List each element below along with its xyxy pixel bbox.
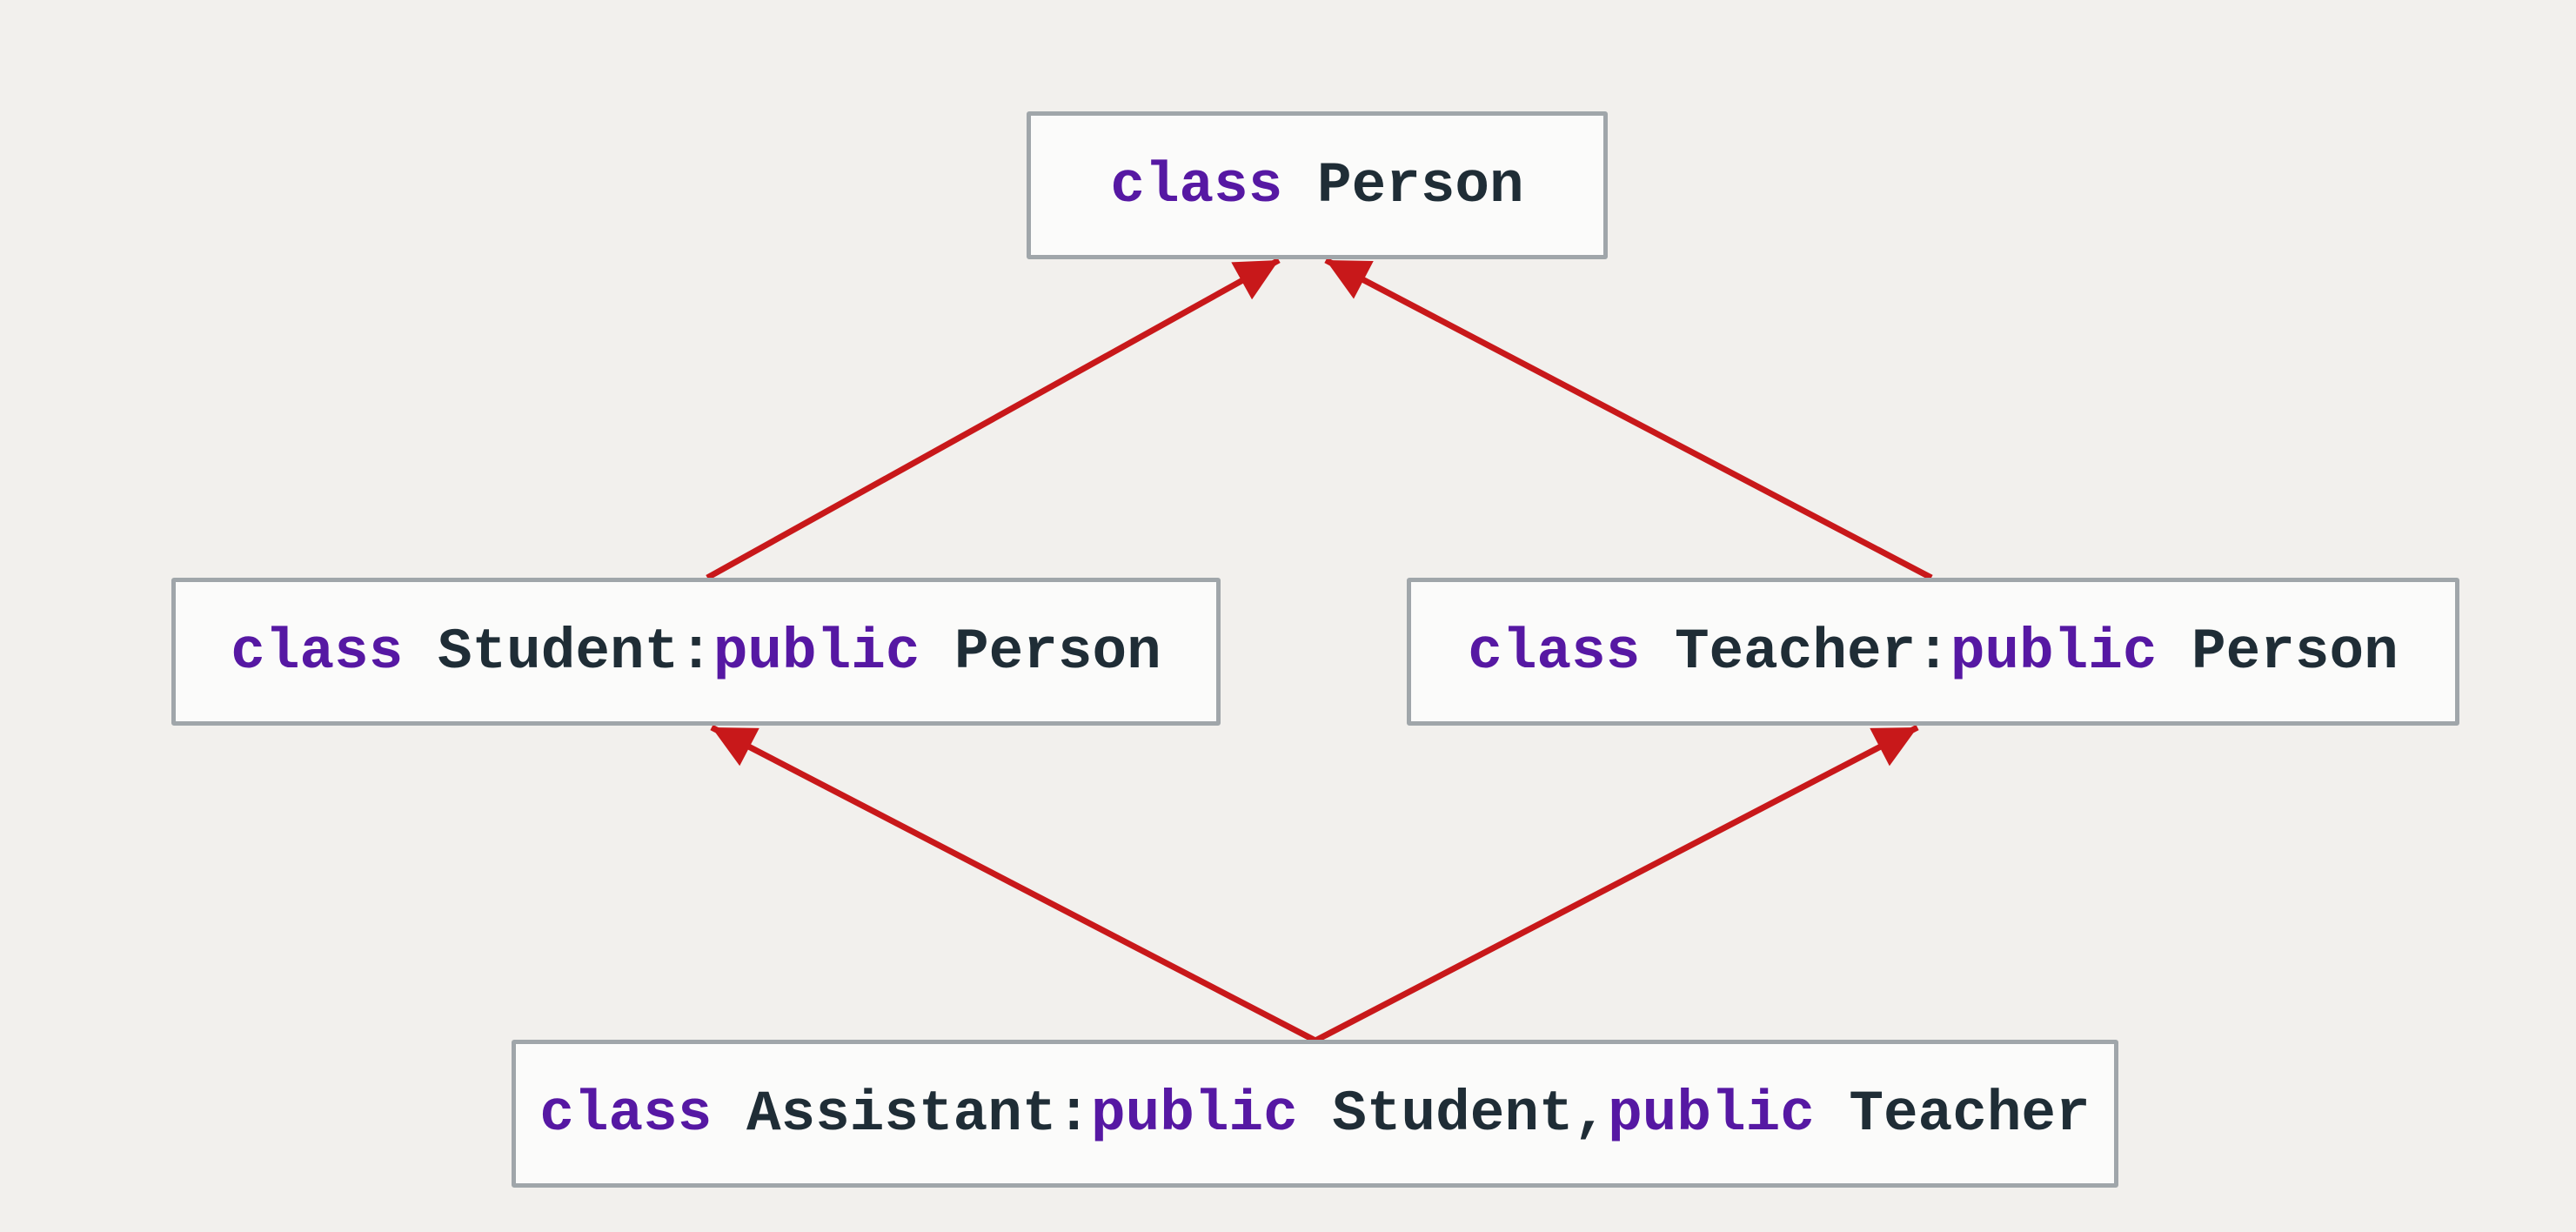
- keyword-public: public: [713, 619, 920, 685]
- class-box-teacher: class Teacher:public Person: [1407, 578, 2459, 726]
- keyword-class: class: [231, 619, 404, 685]
- arrow-assistant-to-student: [710, 724, 1317, 1044]
- class-box-assistant: class Assistant:public Student,public Te…: [512, 1040, 2118, 1188]
- identifier-text: Person: [920, 619, 1161, 685]
- identifier-text: Student:: [403, 619, 713, 685]
- identifier-text: Student,: [1297, 1081, 1609, 1147]
- keyword-public: public: [1091, 1081, 1298, 1147]
- class-box-person-label: class Person: [1110, 153, 1523, 218]
- class-box-student-label: class Student:public Person: [231, 619, 1161, 685]
- identifier-text: Teacher:: [1640, 619, 1950, 685]
- identifier-text: Teacher: [1814, 1081, 2091, 1147]
- keyword-public: public: [1950, 619, 2158, 685]
- class-box-teacher-label: class Teacher:public Person: [1468, 619, 2398, 685]
- identifier-text: Person: [2157, 619, 2399, 685]
- identifier-text: Assistant:: [712, 1081, 1092, 1147]
- keyword-class: class: [1468, 619, 1641, 685]
- keyword-class: class: [539, 1081, 713, 1147]
- arrow-student-to-person: [706, 257, 1281, 581]
- class-box-assistant-label: class Assistant:public Student,public Te…: [539, 1081, 2090, 1147]
- keyword-class: class: [1110, 152, 1283, 218]
- arrow-teacher-to-person: [1324, 257, 1933, 581]
- class-box-person: class Person: [1027, 111, 1608, 259]
- class-box-student: class Student:public Person: [171, 578, 1221, 726]
- keyword-public: public: [1608, 1081, 1815, 1147]
- arrow-assistant-to-teacher: [1314, 724, 1919, 1044]
- identifier-text: Person: [1282, 152, 1524, 218]
